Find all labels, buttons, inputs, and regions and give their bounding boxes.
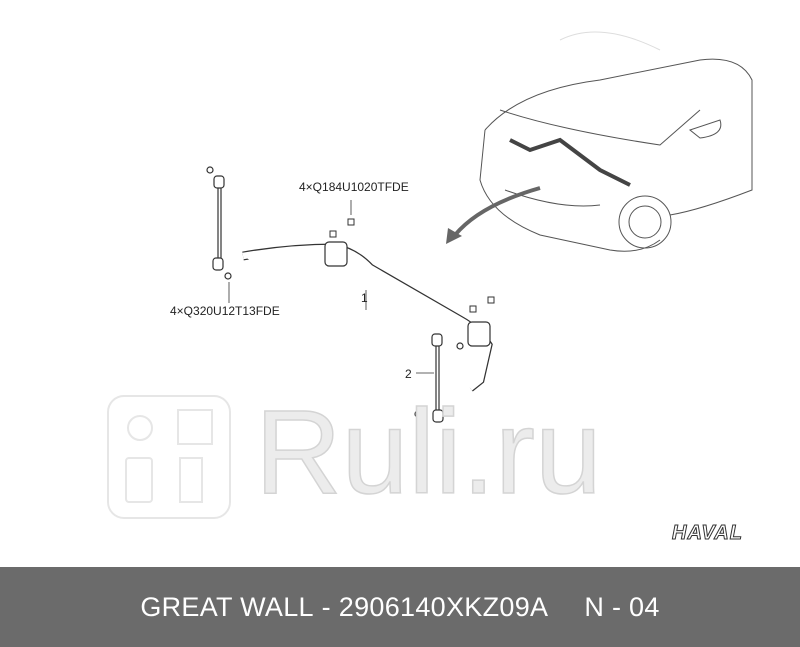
stabilizer-link-right xyxy=(414,333,464,423)
callout-part-1: 1 xyxy=(361,291,368,305)
footer-dash: - xyxy=(321,591,331,622)
stabilizer-link-left xyxy=(206,166,232,280)
footer-ref: N - 04 xyxy=(584,591,660,622)
footer-brand: GREAT WALL xyxy=(140,591,314,622)
arrow-head xyxy=(446,228,462,244)
bolts xyxy=(329,218,495,313)
footer-part-number: 2906140XKZ09A xyxy=(338,591,549,622)
parts-diagram xyxy=(107,31,753,519)
footer-bar: GREAT WALL - 2906140XKZ09A N - 04 xyxy=(0,567,800,647)
haval-logo: HAVAL xyxy=(672,522,743,545)
callout-part-2: 2 xyxy=(405,367,412,381)
stabilizer-bar xyxy=(242,241,493,392)
leader-lines xyxy=(228,200,434,374)
watermark-text: Ruli.ru xyxy=(254,385,602,519)
watermark-icons xyxy=(107,395,231,519)
callout-bolt-part-number: 4×Q184U1020TFDE xyxy=(299,180,409,194)
vehicle-illustration xyxy=(479,31,753,252)
direction-arrow xyxy=(453,186,541,237)
callout-nut-part-number: 4×Q320U12T13FDE xyxy=(170,304,280,318)
